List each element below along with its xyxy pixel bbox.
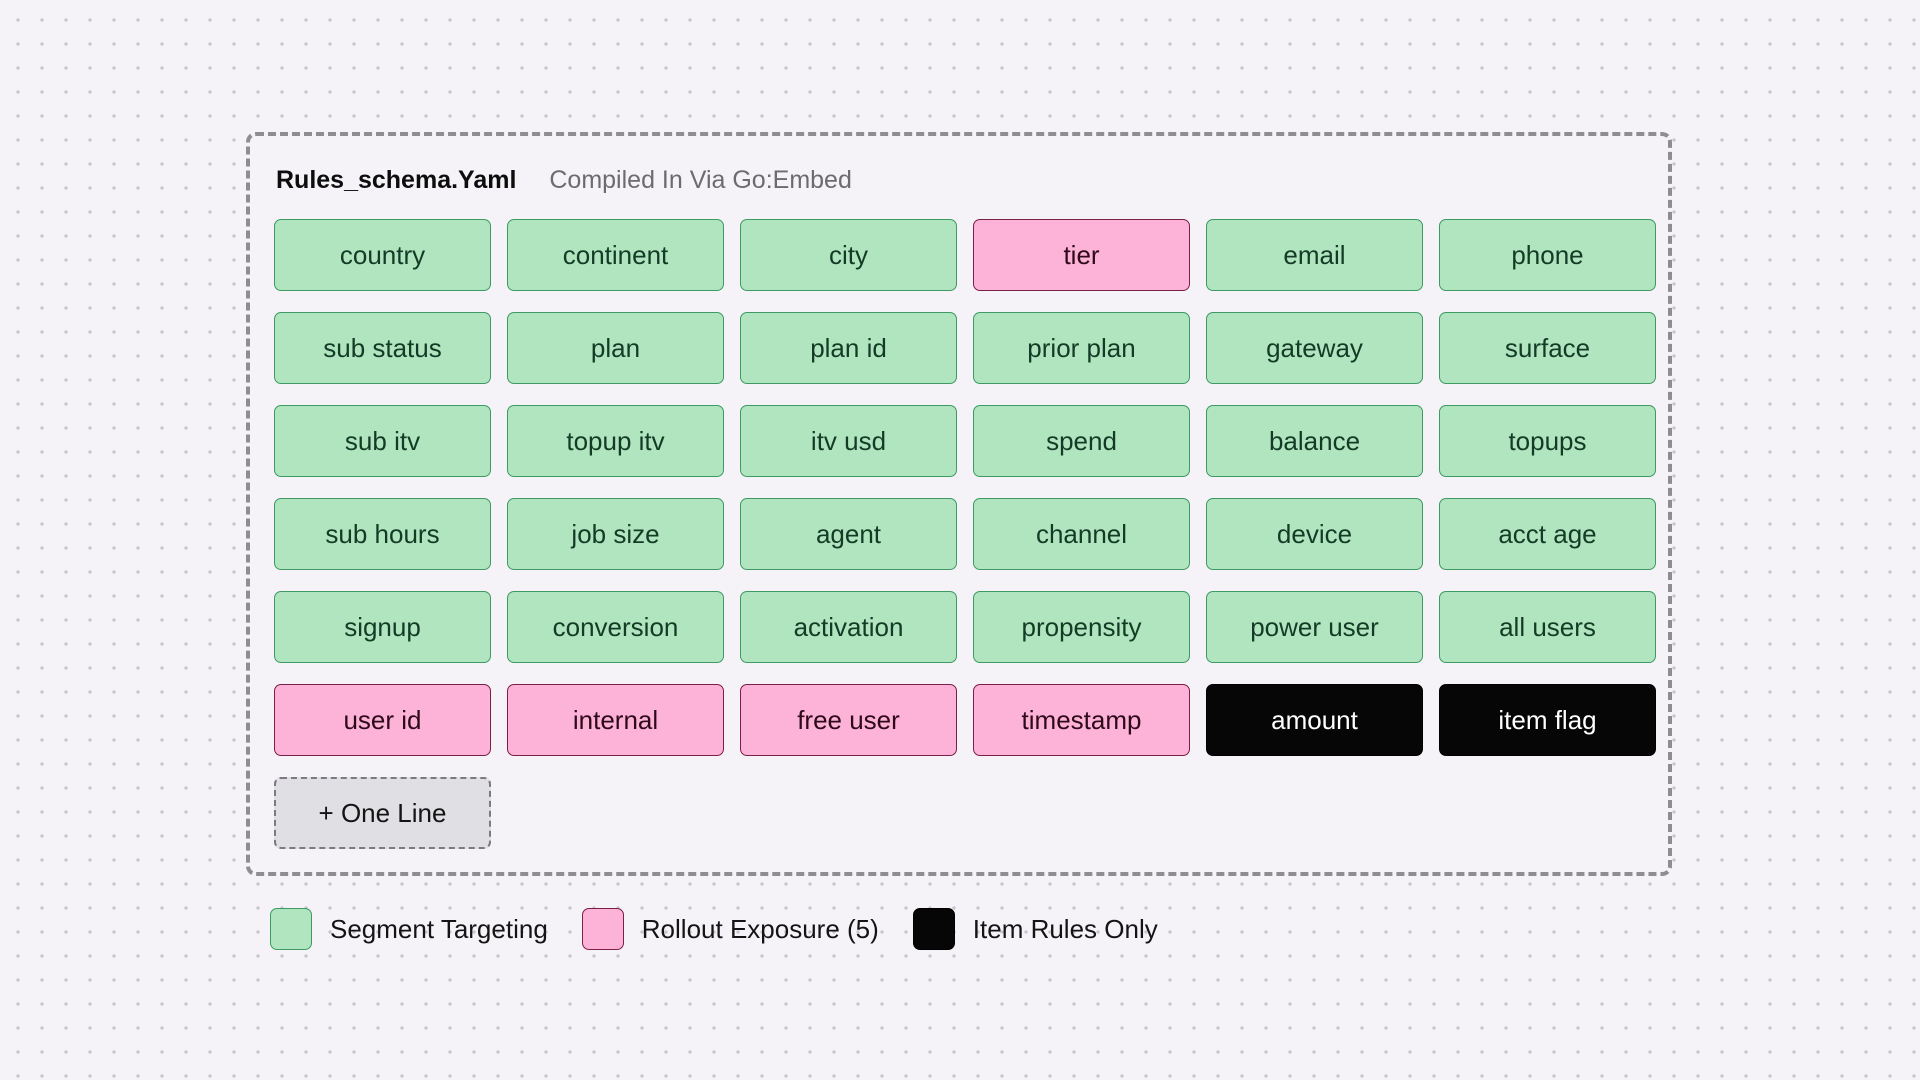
field-chip-sub-hours[interactable]: sub hours [274,498,491,570]
legend-label: Item Rules Only [972,913,1158,944]
field-chip-item-flag[interactable]: item flag [1439,684,1656,756]
field-chip-all-users[interactable]: all users [1439,591,1656,663]
field-chip-sub-status[interactable]: sub status [274,312,491,384]
field-chip-amount[interactable]: amount [1206,684,1423,756]
field-chip-channel[interactable]: channel [973,498,1190,570]
field-chip-tier[interactable]: tier [973,219,1190,291]
add-line-button[interactable]: + One Line [274,777,491,849]
field-chip-prior-plan[interactable]: prior plan [973,312,1190,384]
field-chip-surface[interactable]: surface [1439,312,1656,384]
field-chip-timestamp[interactable]: timestamp [973,684,1190,756]
field-chip-acct-age[interactable]: acct age [1439,498,1656,570]
field-chip-plan-id[interactable]: plan id [740,312,957,384]
field-chip-device[interactable]: device [1206,498,1423,570]
field-chip-continent[interactable]: continent [507,219,724,291]
field-chip-agent[interactable]: agent [740,498,957,570]
field-chip-signup[interactable]: signup [274,591,491,663]
file-name: Rules_schema.Yaml [276,166,517,194]
legend-item-rollout: Rollout Exposure (5) [581,908,879,950]
legend-swatch-segment [270,908,312,950]
field-chip-topups[interactable]: topups [1439,405,1656,477]
field-chip-itv-usd[interactable]: itv usd [740,405,957,477]
legend-swatch-rollout [581,908,624,950]
field-chip-plan[interactable]: plan [507,312,724,384]
legend-label: Rollout Exposure (5) [641,913,879,944]
field-chip-user-id[interactable]: user id [274,684,491,756]
schema-header: Rules_schema.Yaml Compiled In Via Go:Emb… [276,164,852,196]
field-chip-activation[interactable]: activation [740,591,957,663]
field-chip-conversion[interactable]: conversion [507,591,724,663]
file-subtitle: Compiled In Via Go:Embed [549,166,852,194]
field-chip-email[interactable]: email [1206,219,1423,291]
schema-frame: Rules_schema.Yaml Compiled In Via Go:Emb… [246,132,1672,876]
legend-label: Segment Targeting [330,913,548,944]
legend-swatch-item [912,908,955,950]
field-chip-propensity[interactable]: propensity [973,591,1190,663]
field-chip-job-size[interactable]: job size [507,498,724,570]
field-chip-topup-itv[interactable]: topup itv [507,405,724,477]
field-chip-free-user[interactable]: free user [740,684,957,756]
field-chip-city[interactable]: city [740,219,957,291]
field-chip-balance[interactable]: balance [1206,405,1423,477]
field-chip-country[interactable]: country [274,219,491,291]
legend-item-item: Item Rules Only [912,908,1158,950]
field-chip-spend[interactable]: spend [973,405,1190,477]
legend-item-segment: Segment Targeting [270,908,548,950]
legend: Segment Targeting Rollout Exposure (5) Ite… [270,908,1192,950]
field-chip-internal[interactable]: internal [507,684,724,756]
field-chip-power-user[interactable]: power user [1206,591,1423,663]
field-chip-phone[interactable]: phone [1439,219,1656,291]
field-chip-gateway[interactable]: gateway [1206,312,1423,384]
field-chip-sub-itv[interactable]: sub itv [274,405,491,477]
